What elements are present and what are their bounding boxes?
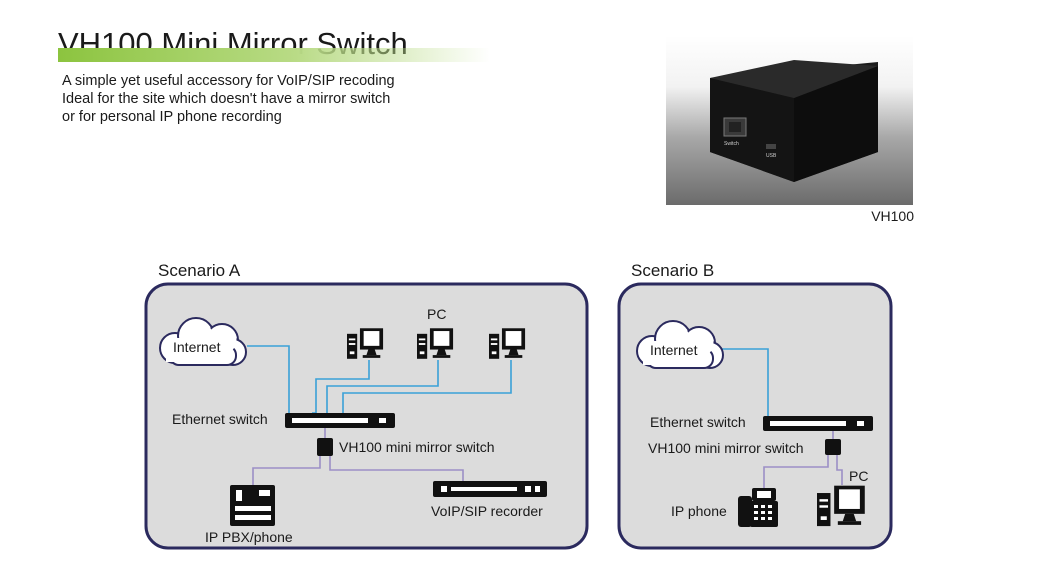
scenario-a-mirror-switch-label: VH100 mini mirror switch — [339, 439, 495, 455]
description-line: A simple yet useful accessory for VoIP/S… — [62, 73, 395, 89]
scenario-b-ethernet-switch-label: Ethernet switch — [650, 414, 746, 430]
scenario-a-mirror-lines — [252, 428, 464, 485]
scenario-a-title: Scenario A — [158, 261, 241, 280]
scenario-b-mirror-switch-label: VH100 mini mirror switch — [648, 440, 804, 456]
scenario-b-pc-label: PC — [849, 468, 868, 484]
scenario-a-pbx-label: IP PBX/phone — [205, 529, 293, 545]
scenario-a-pc-label: PC — [427, 306, 446, 322]
scenario-b-network-lines — [712, 348, 769, 416]
product-photo: Switch USB — [666, 36, 913, 205]
scenario-b-ip-phone-label: IP phone — [671, 503, 727, 519]
scenario-b-mirror-switch-icon — [825, 439, 841, 455]
port-label: USB — [766, 153, 777, 159]
description-line: or for personal IP phone recording — [62, 109, 282, 125]
description-line: Ideal for the site which doesn't have a … — [62, 91, 391, 107]
scenario-b-internet-label: Internet — [650, 342, 698, 358]
scenario-a-recorder-label: VoIP/SIP recorder — [431, 503, 543, 519]
scenario-b-ethernet-switch-icon — [763, 416, 873, 431]
title-underline — [58, 48, 490, 62]
port-label: Switch — [724, 141, 739, 147]
scenario-a-pbx-phone-icon — [230, 485, 275, 526]
scenario-a-internet-label: Internet — [173, 339, 221, 355]
scenario-a-recorder-icon — [433, 481, 547, 497]
scenario-a-mirror-switch-icon — [317, 438, 333, 456]
scenario-b-internet-cloud-icon — [636, 320, 724, 369]
vh100-device-image: Switch USB — [710, 60, 878, 182]
scenario-a-ethernet-switch-icon — [285, 413, 395, 428]
description: A simple yet useful accessory for VoIP/S… — [62, 72, 395, 126]
scenario-a-ethernet-switch-label: Ethernet switch — [172, 411, 268, 427]
scenario-a-internet-cloud-icon — [159, 317, 247, 366]
scenario-b-title: Scenario B — [631, 261, 714, 280]
scenario-b-mirror-lines — [763, 431, 843, 488]
scenario-b-ip-phone-icon — [738, 488, 778, 527]
photo-caption: VH100 — [871, 208, 914, 224]
